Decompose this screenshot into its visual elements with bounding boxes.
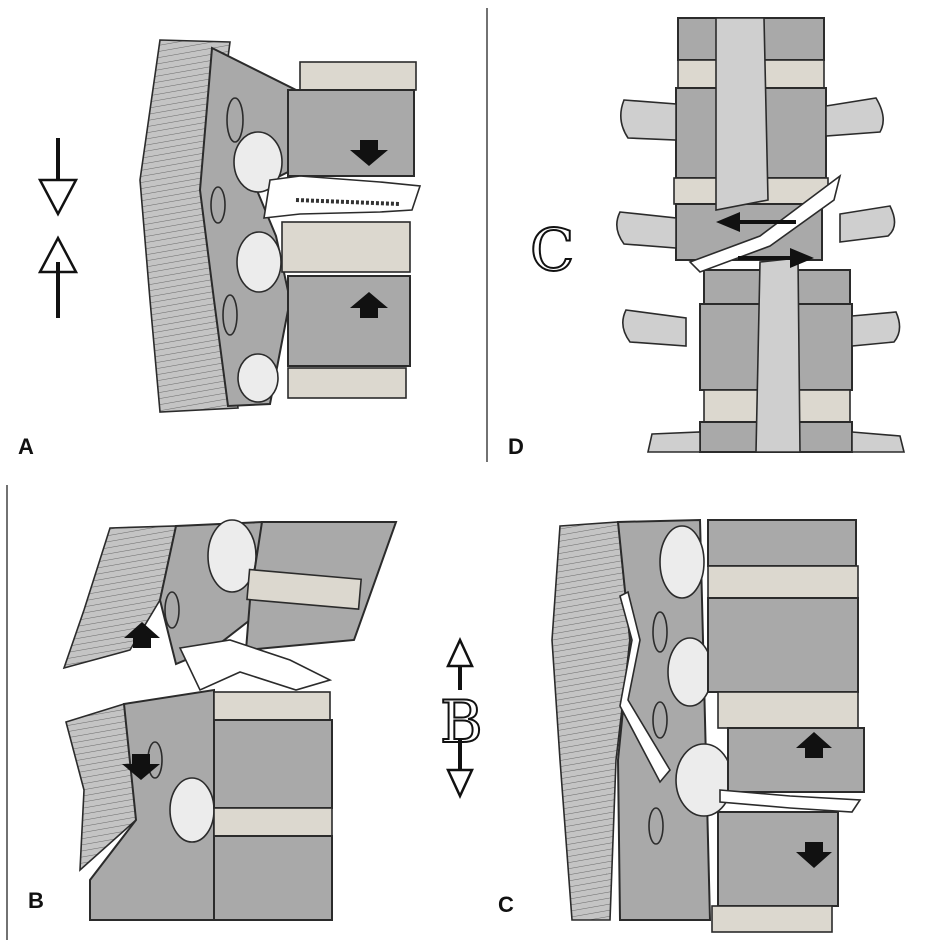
panel-a: A — [18, 40, 420, 459]
panel-label-d: D — [508, 434, 524, 459]
distraction-symbol: B — [440, 640, 483, 796]
spinous-process-upper — [716, 18, 768, 210]
panel-b: B — [28, 520, 396, 920]
vertebral-body-upper — [288, 90, 414, 176]
distraction-gap — [180, 640, 330, 690]
fracture-line — [264, 176, 420, 218]
panel-c: C — [498, 520, 864, 932]
fracture-line — [720, 790, 860, 812]
vertebral-body-c1 — [708, 598, 858, 692]
neural-foramen — [170, 778, 214, 842]
vertebral-body-lower — [288, 276, 410, 366]
panel-d: C D — [508, 18, 904, 459]
neural-foramen — [676, 744, 732, 816]
vertebral-body-lower — [214, 720, 332, 808]
panel-label-a: A — [18, 434, 34, 459]
spinous-process-lower — [756, 258, 800, 452]
neural-foramen — [238, 354, 278, 402]
posterior-arch-upper — [64, 526, 176, 668]
rotation-glyph: C — [530, 216, 574, 284]
panel-label-b: B — [28, 888, 44, 913]
vertebral-body-c2 — [728, 728, 864, 792]
neural-foramen — [668, 638, 712, 706]
neural-foramen — [237, 232, 281, 292]
neural-foramen — [660, 526, 704, 598]
panel-label-c: C — [498, 892, 514, 917]
compression-arrows-icon — [40, 138, 76, 318]
